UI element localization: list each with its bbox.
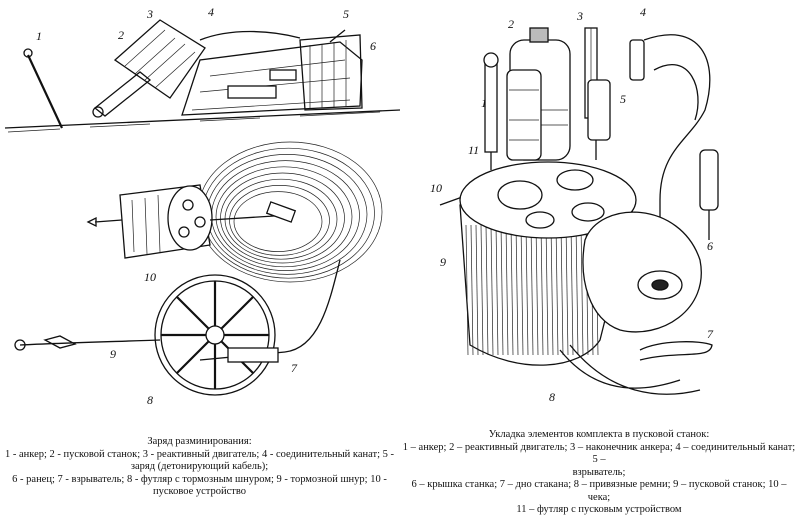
cylinder-hatch xyxy=(580,224,584,356)
caption-right: Укладка элементов комплекта в пусковой с… xyxy=(400,429,798,517)
label-left-6: 6 xyxy=(370,39,376,53)
coil-ring xyxy=(224,178,338,260)
packing-scene: 10 1 2 3 4 5 6 7 8 9 11 xyxy=(430,5,719,404)
label-right-4: 4 xyxy=(640,5,646,19)
coil-ring xyxy=(233,191,323,252)
technical-illustration: 1 2 3 4 5 6 xyxy=(4,5,719,407)
cylinder-hatch xyxy=(555,224,559,356)
charge-coil-scene: 10 7 8 9 xyxy=(14,141,383,407)
caption-left-line: 6 - ранец; 7 - взрыватель; 8 - футляр с … xyxy=(12,473,387,485)
label-right-1: 1 xyxy=(481,96,487,110)
caption-right-line: взрыватель; xyxy=(572,466,626,478)
cylinder-hatch xyxy=(530,224,534,356)
label-right-2: 2 xyxy=(508,17,514,31)
label-left-8: 8 xyxy=(147,393,153,407)
caption-left-line: пусковое устройство xyxy=(152,486,247,497)
cylinder-hatch xyxy=(560,224,564,356)
label-right-8: 8 xyxy=(549,390,555,404)
label-right-6: 6 xyxy=(707,239,713,253)
cylinder-hatch xyxy=(510,224,514,356)
caption-right-line: 1 – анкер; 2 – реактивный двигатель; 3 –… xyxy=(402,441,796,466)
cylinder-hatch xyxy=(505,224,509,356)
cylinder-hatch xyxy=(575,224,579,356)
cylinder-hatch xyxy=(470,224,474,356)
label-left-1: 1 xyxy=(36,29,42,43)
caption-right-line: 6 – крышка станка; 7 – дно стакана; 8 – … xyxy=(411,479,787,503)
cylinder-hatch xyxy=(535,224,539,356)
caption-right-title: Укладка элементов комплекта в пусковой с… xyxy=(488,429,710,440)
label-left-2: 2 xyxy=(118,28,124,42)
cylinder-hatch xyxy=(485,224,489,356)
label-left-9: 9 xyxy=(110,347,116,361)
caption-left-title: Заряд разминирования: xyxy=(147,436,252,447)
cylinder-hatch xyxy=(490,224,494,356)
cylinder-hatch xyxy=(550,224,554,356)
label-right-10: 10 xyxy=(430,181,442,195)
label-right-5: 5 xyxy=(620,92,626,106)
label-left-4: 4 xyxy=(208,5,214,19)
cylinder-hatch xyxy=(525,224,529,356)
cylinder-hatch xyxy=(465,224,469,356)
label-right-7: 7 xyxy=(707,327,714,341)
label-left-7: 7 xyxy=(291,361,298,375)
document-page: 1 2 3 4 5 6 xyxy=(4,5,795,515)
caption-left: Заряд разминирования: 1 - анкер; 2 - пус… xyxy=(2,436,397,499)
coil-ring xyxy=(220,172,345,264)
coil-ring xyxy=(215,166,353,268)
coil-ring xyxy=(229,185,330,256)
cylinder-hatch xyxy=(570,224,574,356)
cylinder-hatch xyxy=(515,224,519,356)
label-left-5: 5 xyxy=(343,7,349,21)
label-right-9: 9 xyxy=(440,255,446,269)
cylinder-hatch xyxy=(520,224,524,356)
cylinder-hatch xyxy=(565,224,569,356)
label-left-3: 3 xyxy=(146,7,153,21)
cylinder-hatch xyxy=(540,224,544,356)
launcher-scene: 1 2 3 4 5 6 xyxy=(4,5,401,133)
cylinder-hatch xyxy=(480,224,484,356)
cylinder-hatch xyxy=(545,224,549,356)
label-right-11: 11 xyxy=(468,143,479,157)
label-right-3: 3 xyxy=(576,9,583,23)
caption-left-line: заряд (детонирующий кабель); xyxy=(130,461,269,472)
cylinder-hatch xyxy=(495,224,499,356)
label-left-10: 10 xyxy=(144,270,156,284)
cylinder-hatch xyxy=(500,224,504,356)
caption-right-line: 11 – футляр с пусковым устройством xyxy=(516,504,682,515)
cylinder-hatch xyxy=(475,224,479,356)
caption-left-line: 1 - анкер; 2 - пусковой станок; 3 - реак… xyxy=(4,448,395,460)
